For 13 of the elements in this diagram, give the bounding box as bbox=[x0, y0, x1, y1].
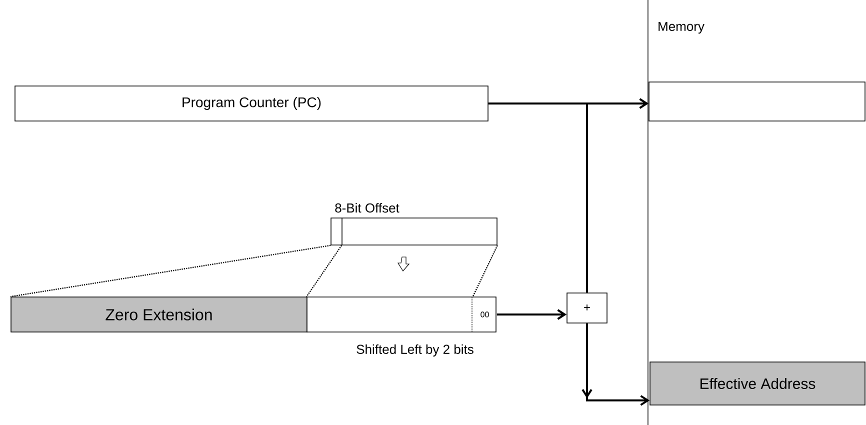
memory-slot bbox=[648, 82, 866, 122]
arrow bbox=[582, 323, 650, 406]
offset-box: 8-Bit Offset bbox=[330, 203, 498, 246]
memory-cell: Effective Address bbox=[650, 362, 866, 406]
mapping-line bbox=[306, 245, 342, 297]
mapping-line bbox=[10, 244, 331, 298]
extension-box: Zero Extension bbox=[10, 296, 308, 332]
node-label: 8-Bit Offset bbox=[335, 203, 400, 213]
adder-box: + bbox=[566, 292, 608, 324]
mapping-line bbox=[472, 245, 498, 298]
bit-cell: 00 bbox=[472, 296, 489, 332]
register-box: Program Counter (PC) bbox=[14, 86, 488, 122]
arrow bbox=[496, 309, 567, 320]
